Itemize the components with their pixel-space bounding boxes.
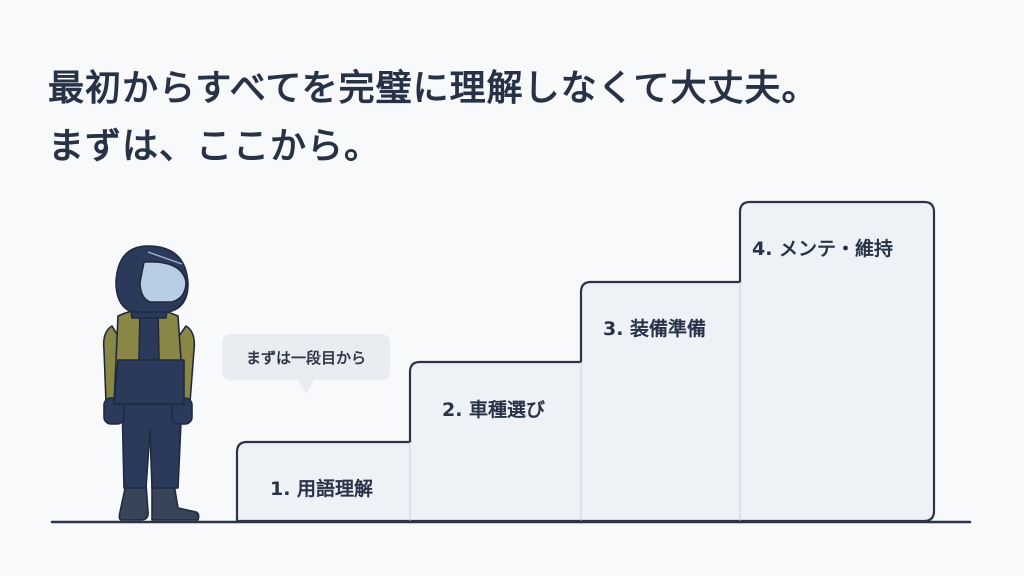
speech-bubble-text: まずは一段目から	[245, 348, 366, 367]
rider-icon	[102, 245, 200, 521]
speech-bubble: まずは一段目から	[222, 334, 390, 394]
headline-line-2: まずは、ここから。	[48, 126, 382, 167]
step-label-4: 4. メンテ・維持	[752, 238, 894, 260]
step-label-3: 3. 装備準備	[603, 318, 707, 340]
staircase	[235, 200, 936, 523]
headline-line-1: 最初からすべてを完璧に理解しなくて大丈夫。	[48, 68, 819, 109]
step-label-2: 2. 車種選び	[442, 399, 546, 421]
step-label-1: 1. 用語理解	[270, 478, 374, 500]
headline: 最初からすべてを完璧に理解しなくて大丈夫。 まずは、ここから。	[48, 60, 988, 176]
